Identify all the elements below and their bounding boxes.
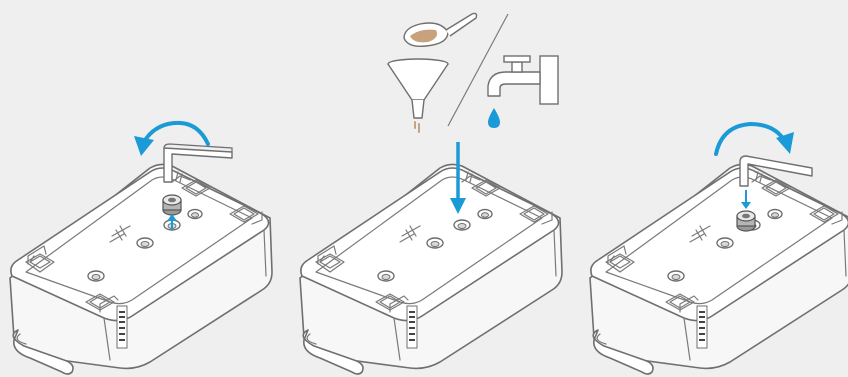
step-2-group [300,142,562,374]
nutrient-scoop-icon [404,14,477,47]
planter-box-3 [590,164,848,374]
cap-screw-icon [163,195,181,215]
planter-box-1 [10,164,272,374]
planter-box-2 [300,164,562,374]
funnel-icon [388,59,448,132]
cap-screw-icon [737,211,755,231]
water-drop-icon [488,108,500,128]
clockwise-arrow-icon [716,124,794,154]
step-3-group [590,124,848,374]
step-1-group [10,123,272,374]
tap-icon [488,56,558,104]
